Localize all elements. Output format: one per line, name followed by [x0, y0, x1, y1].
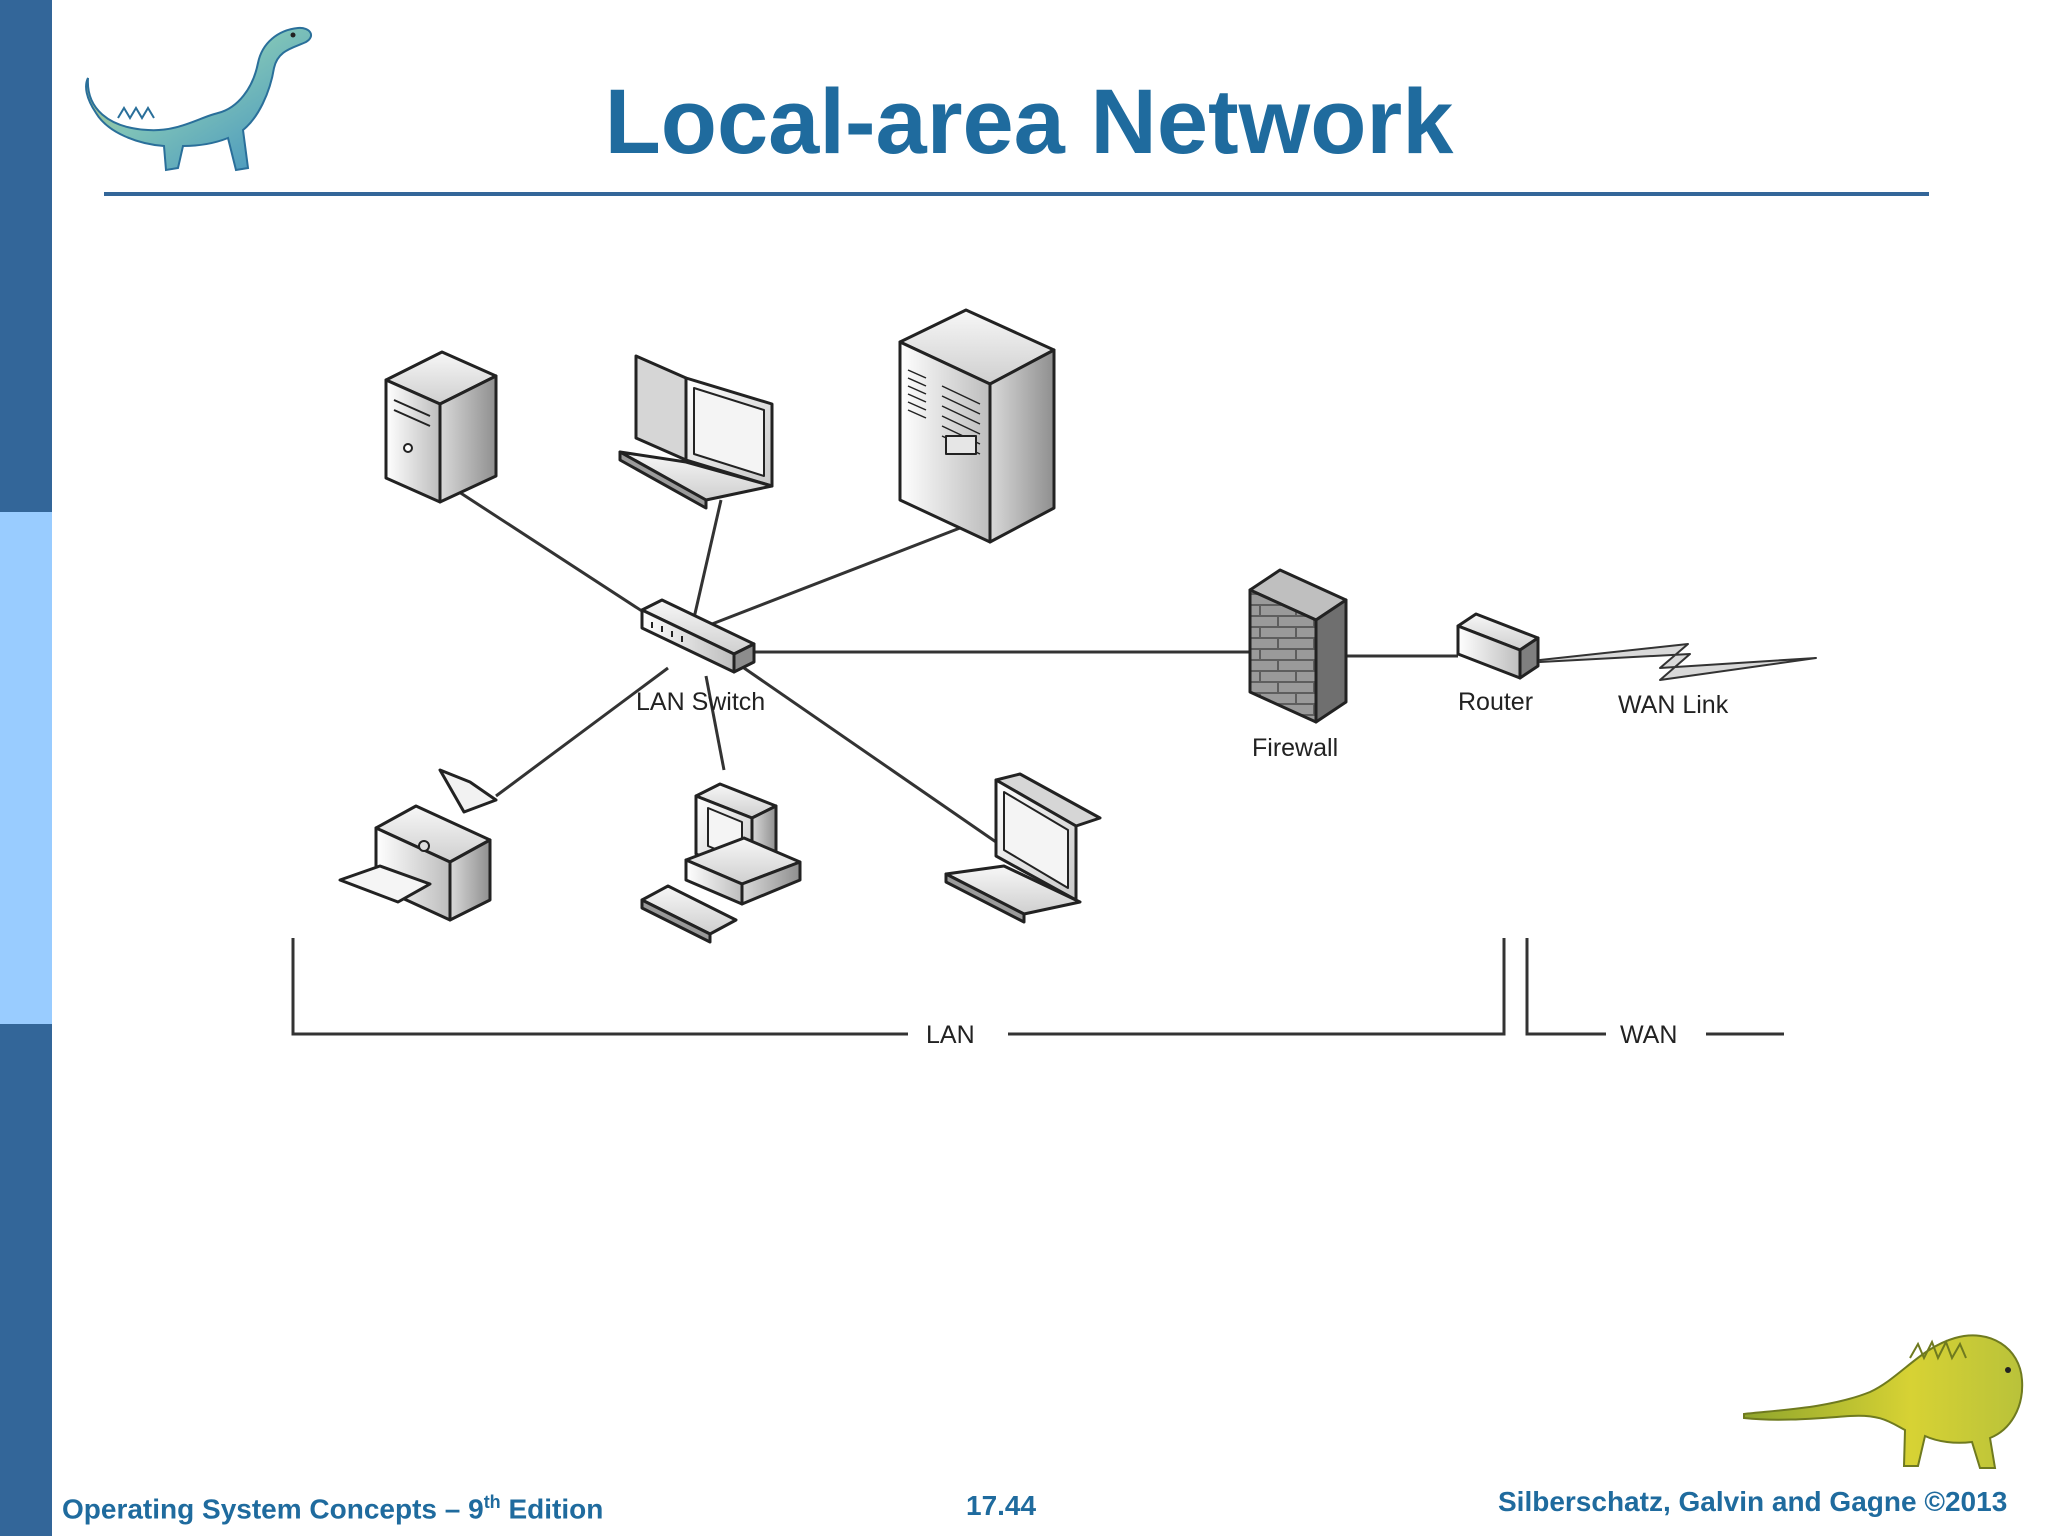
- footer-slide-number: 17.44: [966, 1490, 1037, 1521]
- sidebar-segment-middle: [0, 512, 52, 1024]
- dinosaur-logo-bottom: [1743, 1334, 2024, 1469]
- link-switch-laptop-top: [692, 499, 723, 619]
- link-switch-printer: [495, 666, 669, 798]
- router-icon: [1456, 612, 1540, 680]
- printer-icon: [338, 768, 498, 922]
- connection-lines: [455, 488, 1458, 844]
- footer-book-title-sup: th: [483, 1492, 501, 1512]
- link-switch-workstation: [704, 675, 726, 771]
- link-switch-desktop: [455, 488, 669, 630]
- firewall-label: Firewall: [1252, 734, 1338, 762]
- router-label: Router: [1458, 688, 1533, 716]
- title-divider: [104, 192, 1929, 196]
- server-cabinet-icon: [898, 308, 1056, 544]
- lan-switch-icon: [640, 598, 756, 674]
- lan-bracket: [291, 938, 1506, 1036]
- sidebar-segment-bottom: [0, 1024, 52, 1536]
- wan-link-label: WAN Link: [1618, 691, 1729, 719]
- lan-switch-label: LAN Switch: [636, 688, 765, 716]
- wan-bracket: [1525, 938, 1784, 1036]
- firewall-icon: [1248, 568, 1348, 724]
- wan-link-bolt-icon: [1539, 643, 1817, 681]
- footer-book-title: Operating System Concepts – 9th Edition: [62, 1492, 603, 1525]
- laptop-bottom-icon: [944, 772, 1102, 924]
- link-switch-server: [711, 526, 961, 626]
- link-switch-laptop-bottom: [743, 666, 997, 844]
- footer-authors: Silberschatz, Galvin and Gagne ©2013: [1498, 1486, 2008, 1517]
- sidebar-strip: [0, 0, 52, 1536]
- desktop-tower-icon: [384, 350, 498, 504]
- dinosaur-logo-top: [85, 26, 313, 172]
- slide-title: Local-area Network: [604, 71, 1454, 173]
- sidebar-segment-top: [0, 0, 52, 512]
- workstation-icon: [640, 782, 802, 944]
- wan-bracket-label: WAN: [1620, 1021, 1677, 1049]
- lan-bracket-label: LAN: [926, 1021, 975, 1049]
- footer-book-title-main: Operating System Concepts – 9: [62, 1493, 484, 1525]
- laptop-top-icon: [618, 354, 774, 510]
- footer-book-title-suffix: Edition: [500, 1493, 604, 1525]
